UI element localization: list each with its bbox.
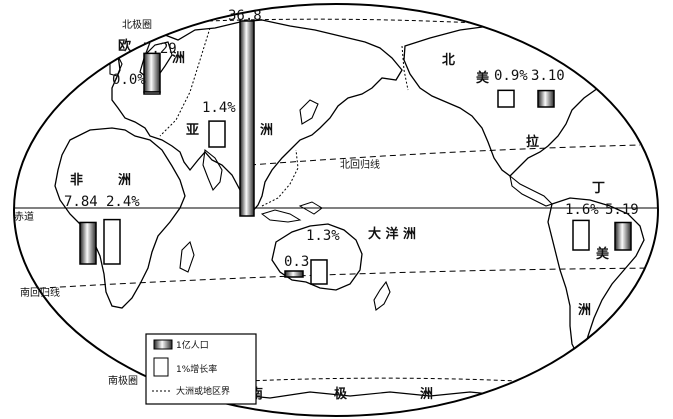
boundary-asia-oceania: [261, 149, 299, 207]
europe-population-value: 7.29: [143, 41, 177, 57]
legend-growth-swatch: [153, 357, 169, 377]
asia-population-value: 36.8: [228, 8, 262, 24]
central-america: [509, 174, 554, 207]
north-america-label-1: 北: [442, 53, 455, 68]
north-america-growth-value: 0.9%: [494, 68, 528, 84]
arctic-circle-label: 北极圈: [122, 18, 152, 31]
north-america-population-bar: [537, 89, 555, 108]
antarctic-circle-line: [129, 377, 541, 389]
new-zealand: [373, 280, 391, 311]
oceania-growth-value: 1.3%: [306, 228, 340, 244]
north-america-growth-bar: [497, 89, 515, 108]
asia-growth-value: 1.4%: [202, 100, 236, 116]
africa-label-2: 洲: [118, 173, 131, 188]
tropic-cancer-label: 北回归线: [340, 158, 380, 171]
asia-population-bar: [239, 20, 255, 217]
africa-growth-bar: [103, 218, 121, 265]
oceania-population-value: 0.3: [284, 254, 309, 270]
boundary-europe-asia: [159, 27, 211, 137]
europe-population-bar: [143, 52, 161, 93]
equator-label: 赤道: [14, 210, 34, 223]
map-outline: [13, 3, 659, 417]
latin-america-label-2: 丁: [592, 181, 605, 196]
tropic-capricorn-label: 南回归线: [20, 286, 60, 299]
japan: [299, 99, 319, 125]
latin-america-label-4: 洲: [578, 303, 591, 318]
tropic-cancer-line: [249, 144, 641, 166]
latin-america-label-1: 拉: [526, 134, 539, 150]
oceania-growth-bar: [310, 259, 328, 285]
boundary-asia-america: [401, 45, 409, 91]
oceania-population-bar: [284, 270, 304, 278]
antarctic-circle-label: 南极圈: [108, 374, 138, 387]
europe-growth-value: 0.0%: [112, 72, 146, 88]
antarctica-label-2: 极: [334, 386, 348, 402]
asia-growth-bar: [208, 120, 226, 148]
africa-population-bar: [79, 221, 97, 265]
latin-america-label-3: 美: [596, 246, 610, 262]
madagascar: [179, 240, 195, 273]
africa-label-1: 非: [70, 172, 83, 188]
africa-landmass: [54, 127, 186, 309]
tropic-capricorn-line: [14, 267, 658, 291]
asia-label-2: 洲: [260, 123, 273, 138]
legend-boundary-label: 大洲或地区界: [176, 385, 230, 397]
europe-label-1: 欧: [118, 38, 131, 54]
south-america-landmass: [547, 197, 645, 357]
north-america-label-2: 美: [476, 70, 490, 86]
latin-america-growth-value: 1.6%: [565, 202, 599, 218]
antarctica-label-3: 洲: [420, 387, 433, 402]
legend: 1亿人口 1%增长率 大洲或地区界: [145, 333, 257, 405]
greenland: [559, 9, 621, 51]
legend-growth-label: 1%增长率: [176, 363, 217, 375]
latin-america-population-value: 5.19: [605, 202, 639, 218]
eurasia-landmass: [111, 19, 403, 213]
indonesia: [260, 201, 323, 223]
oceania-label: 大 洋 洲: [368, 226, 416, 242]
india: [202, 148, 223, 192]
legend-population-swatch: [153, 339, 173, 350]
legend-population-label: 1亿人口: [176, 339, 209, 351]
europe-growth-bar: [143, 91, 161, 95]
africa-growth-value: 2.4%: [106, 194, 140, 210]
europe-label-2: 洲: [172, 51, 185, 66]
latin-america-population-bar: [614, 221, 632, 251]
asia-label-1: 亚: [186, 123, 199, 138]
north-america-population-value: 3.10: [531, 68, 565, 84]
africa-population-value: 7.84: [64, 194, 98, 210]
latin-america-growth-bar: [572, 219, 590, 251]
